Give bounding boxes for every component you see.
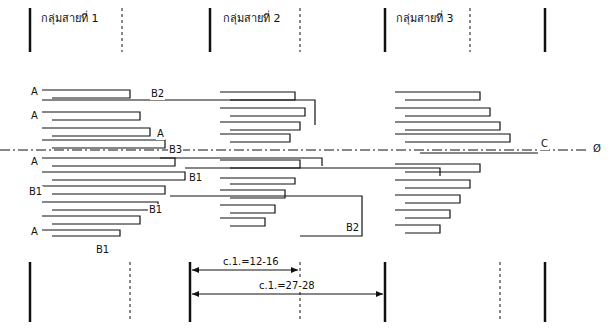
wire-label: B1	[28, 186, 43, 198]
group-title: กลุ่มสายที่ 1	[40, 12, 100, 26]
wire-label: B2	[345, 222, 360, 234]
wire-bracket	[220, 108, 305, 116]
wire-label: B1	[95, 244, 110, 256]
wire-bracket	[220, 205, 275, 213]
group-bar	[30, 8, 545, 322]
wire-label: B1	[188, 172, 203, 184]
wire-bracket	[395, 108, 490, 116]
dimension-label: c.1.=27-28	[258, 280, 316, 292]
wire-bracket	[395, 92, 480, 100]
wire-label: A	[156, 128, 165, 140]
wire-bracket	[220, 160, 300, 168]
wire-bracket	[220, 122, 300, 130]
wire-bracket	[395, 180, 470, 188]
wire-bracket	[395, 210, 450, 218]
wire-bracket	[395, 134, 510, 142]
center-line	[0, 150, 588, 151]
wire-label: A	[30, 156, 39, 168]
wire-bracket	[220, 178, 295, 184]
wire-bracket	[395, 225, 440, 233]
wire-bracket	[42, 186, 165, 194]
wire-bracket	[42, 90, 130, 98]
ground-symbol: Ø	[592, 143, 602, 155]
wire-bracket	[42, 128, 150, 136]
wire-bracket	[395, 164, 480, 172]
wire-bracket	[220, 218, 265, 226]
wire-bracket	[220, 134, 290, 142]
wire-label: A	[30, 110, 39, 122]
wire-set	[42, 90, 538, 236]
wire-bracket	[42, 202, 158, 210]
wire-bracket	[395, 195, 460, 203]
group-title: กลุ่มสายที่ 2	[222, 12, 282, 26]
wire-bracket	[42, 112, 140, 120]
wire-label: B2	[150, 88, 165, 100]
wire-label: C	[540, 138, 549, 150]
wire-bracket	[395, 122, 500, 130]
wire-label: A	[30, 86, 39, 98]
wire-bracket	[42, 230, 120, 236]
wire-label: B1	[148, 204, 163, 216]
group-divider	[122, 8, 500, 322]
group-title: กลุ่มสายที่ 3	[395, 12, 455, 26]
wire-bracket	[220, 190, 285, 198]
wire-bracket	[42, 140, 165, 148]
wire-bracket	[42, 216, 140, 224]
wire-bracket	[42, 172, 185, 180]
dimension-line	[192, 270, 383, 294]
dimension-label: c.1.=12-16	[222, 256, 280, 268]
wire-bracket	[42, 158, 175, 166]
wire-label: B3	[168, 144, 183, 156]
wire-bracket	[220, 92, 295, 100]
wire-label: A	[30, 226, 39, 238]
